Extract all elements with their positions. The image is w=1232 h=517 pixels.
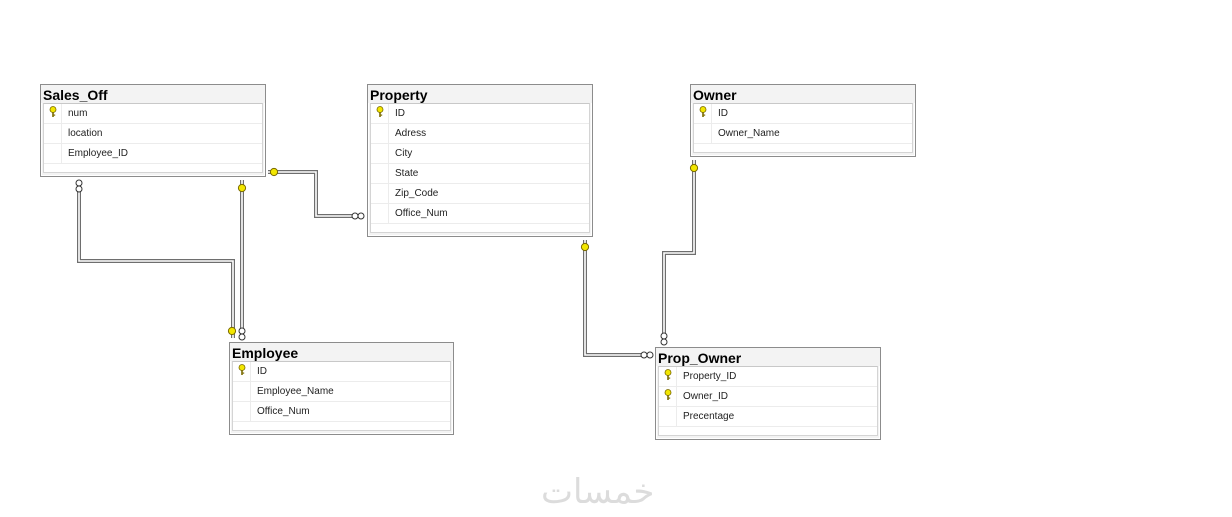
relationship-sales-off-employee[interactable] (77, 180, 235, 338)
table-title[interactable]: Property (368, 85, 592, 103)
table-prop-owner[interactable]: Prop_Owner Property_ID Owner_ID Precentage (655, 347, 881, 440)
column-row[interactable]: City (371, 144, 589, 164)
column-name: ID (257, 366, 267, 377)
row-selector[interactable] (233, 382, 251, 401)
primary-key-icon (698, 106, 708, 121)
row-selector[interactable] (44, 144, 62, 163)
row-selector[interactable] (44, 104, 62, 123)
column-row[interactable]: Zip_Code (371, 184, 589, 204)
many-end-infinity-icon (351, 212, 365, 220)
column-row[interactable]: Precentage (659, 407, 877, 427)
many-end-infinity-icon (640, 351, 654, 359)
column-row[interactable]: Employee_Name (233, 382, 450, 402)
column-row[interactable]: Owner_Name (694, 124, 912, 144)
column-row[interactable]: ID (371, 104, 589, 124)
column-row[interactable]: num (44, 104, 262, 124)
column-name: Property_ID (683, 371, 737, 382)
primary-key-icon (375, 106, 385, 121)
primary-key-icon (237, 364, 247, 379)
new-column-row[interactable] (659, 427, 877, 435)
row-selector[interactable] (371, 164, 389, 183)
column-name: State (395, 168, 419, 179)
column-name: location (68, 128, 103, 139)
row-selector[interactable] (694, 124, 712, 143)
column-name: Owner_Name (718, 128, 780, 139)
column-row[interactable]: Office_Num (233, 402, 450, 422)
column-grid: ID Owner_Name (693, 103, 913, 153)
one-end-key-icon (689, 163, 699, 173)
new-column-row[interactable] (233, 422, 450, 430)
table-title[interactable]: Owner (691, 85, 915, 103)
column-row[interactable]: location (44, 124, 262, 144)
column-row[interactable]: Employee_ID (44, 144, 262, 164)
row-selector[interactable] (233, 402, 251, 421)
column-row[interactable]: Owner_ID (659, 387, 877, 407)
row-selector[interactable] (371, 104, 389, 123)
new-column-row[interactable] (44, 164, 262, 172)
column-name: Employee_ID (68, 148, 129, 159)
relationship-sales-off-property[interactable] (268, 170, 362, 218)
table-title[interactable]: Sales_Off (41, 85, 265, 103)
column-row[interactable]: Office_Num (371, 204, 589, 224)
column-name: Owner_ID (683, 391, 729, 402)
row-selector[interactable] (659, 407, 677, 426)
column-name: City (395, 148, 413, 159)
many-end-infinity-icon (75, 179, 83, 193)
row-selector[interactable] (371, 184, 389, 203)
row-selector[interactable] (659, 387, 677, 406)
column-row[interactable]: ID (694, 104, 912, 124)
one-end-key-icon (227, 326, 237, 336)
row-selector[interactable] (659, 367, 677, 386)
new-column-row[interactable] (694, 144, 912, 152)
row-selector[interactable] (371, 124, 389, 143)
row-selector[interactable] (44, 124, 62, 143)
column-name: Office_Num (257, 406, 310, 417)
column-name: Zip_Code (395, 188, 439, 199)
column-name: Adress (395, 128, 427, 139)
one-end-key-icon (269, 167, 279, 177)
column-name: Precentage (683, 411, 735, 422)
column-name: num (68, 108, 88, 119)
column-name: Office_Num (395, 208, 448, 219)
column-name: Employee_Name (257, 386, 334, 397)
table-title[interactable]: Prop_Owner (656, 348, 880, 366)
table-title[interactable]: Employee (230, 343, 453, 361)
many-end-infinity-icon (660, 332, 668, 346)
column-grid: Property_ID Owner_ID Precentage (658, 366, 878, 436)
row-selector[interactable] (694, 104, 712, 123)
column-row[interactable]: ID (233, 362, 450, 382)
many-end-infinity-icon (238, 327, 246, 341)
column-name: ID (395, 108, 405, 119)
column-row[interactable]: Property_ID (659, 367, 877, 387)
column-row[interactable]: Adress (371, 124, 589, 144)
new-column-row[interactable] (371, 224, 589, 232)
primary-key-icon (663, 369, 673, 384)
table-owner[interactable]: Owner ID Owner_Name (690, 84, 916, 157)
row-selector[interactable] (371, 204, 389, 223)
relationship-owner-prop-owner[interactable] (662, 160, 696, 343)
primary-key-icon (48, 106, 58, 121)
primary-key-icon (663, 389, 673, 404)
row-selector[interactable] (233, 362, 251, 381)
one-end-key-icon (580, 242, 590, 252)
relationship-property-prop-owner[interactable] (583, 240, 650, 357)
column-name: ID (718, 108, 728, 119)
row-selector[interactable] (371, 144, 389, 163)
one-end-key-icon (237, 183, 247, 193)
watermark-logo: خمسات (541, 472, 655, 512)
column-row[interactable]: State (371, 164, 589, 184)
